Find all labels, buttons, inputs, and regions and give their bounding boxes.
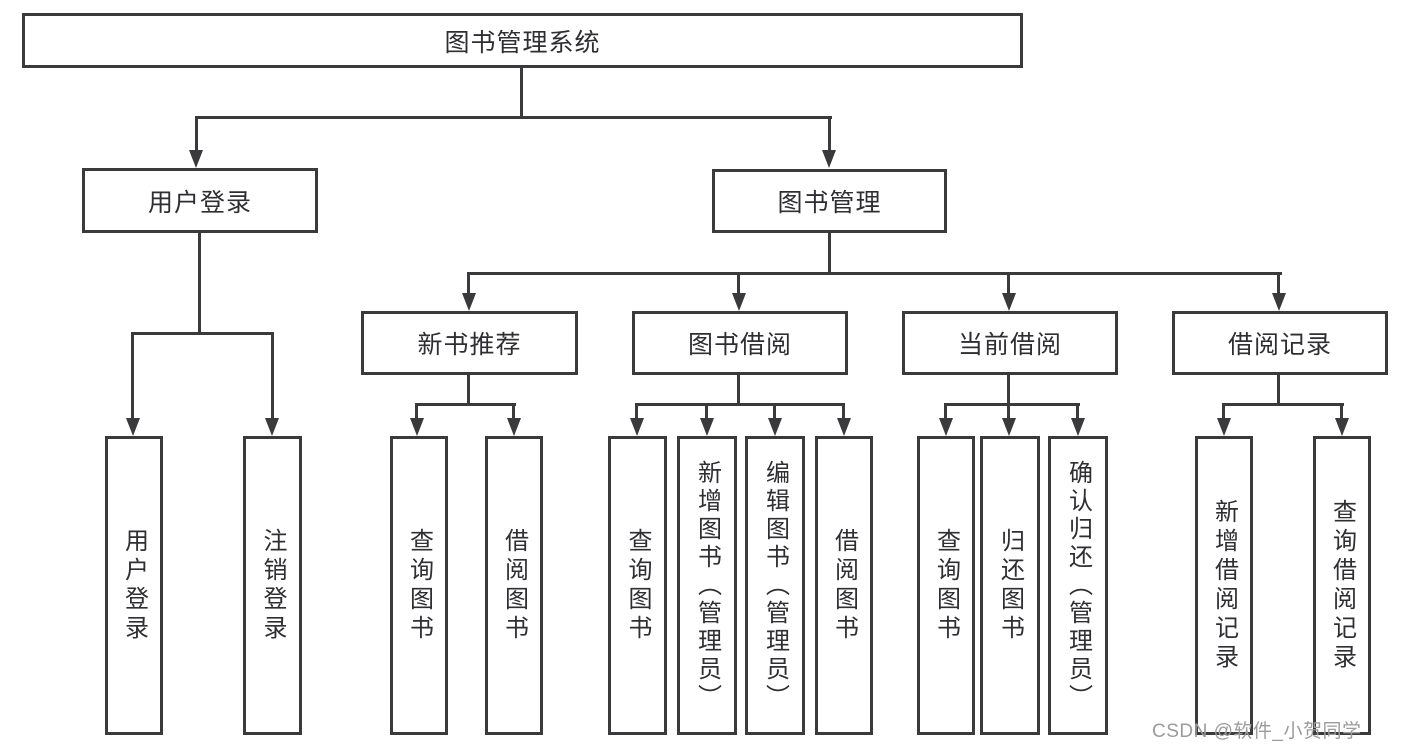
node-label: 用户登录 [147, 188, 252, 217]
node-label: 图书管理 [777, 189, 882, 217]
leaf-label: 用户登录 [120, 527, 148, 644]
connector-v [842, 403, 845, 418]
node-new-book-recommendation: 新书推荐 [361, 311, 578, 375]
arrow-down [939, 418, 953, 436]
connector-v [195, 116, 198, 150]
connector-v [467, 272, 470, 293]
leaf-user-login: 用户登录 [105, 436, 163, 735]
node-current-borrowing: 当前借阅 [902, 311, 1118, 375]
connector-v [828, 116, 831, 150]
arrow-down [1002, 418, 1016, 436]
connector-v [1277, 375, 1280, 406]
arrow-down [732, 293, 746, 311]
connector-v [198, 233, 201, 335]
connector-h [1222, 403, 1344, 406]
connector-v [1007, 375, 1010, 406]
node-label: 图书管理系统 [444, 28, 601, 57]
leaf-return-book: 归还图书 [980, 436, 1040, 735]
node-book-borrowing: 图书借阅 [632, 311, 848, 375]
arrow-down [1272, 293, 1286, 311]
node-root-library-management-system: 图书管理系统 [22, 13, 1023, 68]
connector-v [1277, 272, 1280, 293]
leaf-add-borrow-record: 新增借阅记录 [1195, 436, 1253, 735]
node-label: 借阅记录 [1227, 331, 1332, 359]
leaf-query-books-recommend: 查询图书 [390, 436, 448, 735]
node-borrowing-records: 借阅记录 [1172, 311, 1388, 375]
node-label: 新书推荐 [417, 331, 522, 359]
connector-v [773, 403, 776, 418]
leaf-label: 新增图书（管理员） [693, 459, 721, 712]
leaf-label: 注销登录 [259, 527, 286, 644]
leaf-label: 查询图书 [932, 527, 960, 644]
connector-v [131, 332, 134, 418]
leaf-label: 借阅图书 [500, 527, 528, 644]
leaf-borrow-books: 借阅图书 [815, 436, 873, 735]
connector-h [196, 116, 832, 119]
node-label: 图书借阅 [687, 331, 792, 359]
arrow-down [700, 418, 714, 436]
connector-v [705, 403, 708, 418]
connector-v [520, 68, 523, 118]
arrow-down [189, 150, 203, 168]
leaf-borrow-books-recommend: 借阅图书 [485, 436, 543, 735]
arrow-down [507, 418, 521, 436]
connector-v [1340, 403, 1343, 418]
arrow-down [126, 418, 140, 436]
connector-v [271, 332, 274, 418]
arrow-down [1002, 293, 1016, 311]
connector-h [132, 332, 274, 335]
node-user-login: 用户登录 [82, 168, 318, 233]
leaf-label: 查询图书 [405, 527, 433, 644]
connector-v [737, 375, 740, 406]
arrow-down [462, 293, 476, 311]
leaf-label: 查询图书 [624, 527, 651, 644]
arrow-down [822, 150, 836, 168]
csdn-watermark: CSDN @软件_小贺同学 [1152, 721, 1362, 742]
arrow-down [410, 418, 424, 436]
leaf-label: 编辑图书（管理员） [761, 459, 789, 712]
leaf-label: 查询借阅记录 [1328, 498, 1356, 673]
leaf-confirm-return-admin: 确认归还（管理员） [1048, 436, 1108, 735]
leaf-query-books-borrow: 查询图书 [608, 436, 667, 735]
connector-h [944, 403, 1080, 406]
leaf-query-books-current: 查询图书 [917, 436, 975, 735]
node-label: 当前借阅 [957, 331, 1062, 359]
connector-v [828, 233, 831, 275]
arrow-down [630, 418, 644, 436]
arrow-down [1217, 418, 1231, 436]
connector-v [944, 403, 947, 418]
connector-v [1222, 403, 1225, 418]
arrow-down [1071, 418, 1085, 436]
connector-v [1076, 403, 1079, 418]
connector-h [635, 403, 845, 406]
leaf-label: 归还图书 [996, 527, 1024, 644]
connector-v [737, 272, 740, 293]
leaf-label: 确认归还（管理员） [1064, 459, 1092, 712]
leaf-add-book-admin: 新增图书（管理员） [677, 436, 737, 735]
connector-v [1007, 272, 1010, 293]
leaf-query-borrow-record: 查询借阅记录 [1313, 436, 1371, 735]
connector-h [468, 272, 1282, 275]
leaf-logout: 注销登录 [243, 436, 302, 735]
node-book-management: 图书管理 [712, 169, 947, 233]
connector-v [1007, 403, 1010, 418]
leaf-label: 借阅图书 [830, 527, 858, 644]
arrow-down [768, 418, 782, 436]
arrow-down [837, 418, 851, 436]
connector-v [467, 375, 470, 406]
arrow-down [1335, 418, 1349, 436]
leaf-label: 新增借阅记录 [1210, 498, 1238, 673]
leaf-edit-book-admin: 编辑图书（管理员） [745, 436, 805, 735]
arrow-down [265, 418, 279, 436]
connector-v [635, 403, 638, 418]
connector-v [512, 403, 515, 418]
connector-v [415, 403, 418, 418]
connector-h [416, 403, 516, 406]
